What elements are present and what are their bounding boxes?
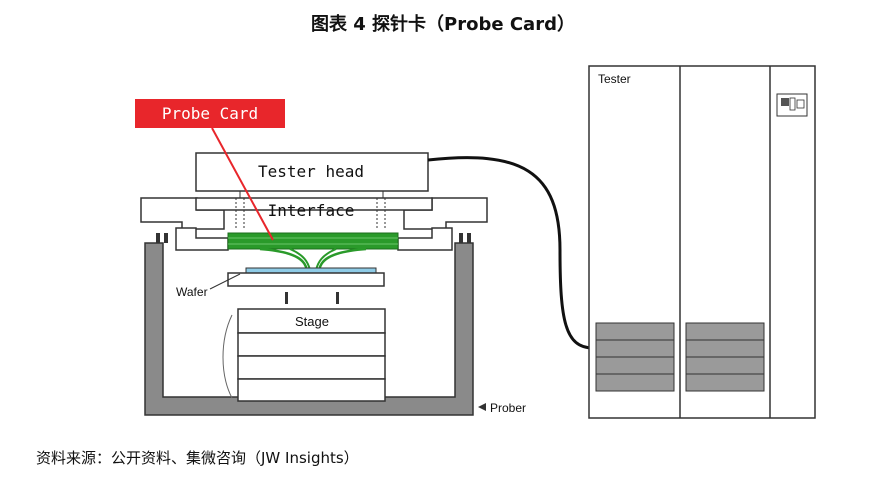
probe-card-pattern	[228, 237, 398, 245]
tester-cable	[427, 156, 594, 350]
tester-control-panel	[776, 93, 808, 117]
wafer-label: Wafer	[176, 285, 208, 299]
tester-head-label: Tester head	[258, 162, 364, 181]
interface-label: Interface	[268, 201, 355, 220]
probe-holder-left	[175, 227, 229, 251]
callout-leader	[211, 127, 274, 241]
stage	[237, 308, 386, 402]
probe-card-callout	[135, 99, 285, 128]
prober-post-right-1	[459, 233, 463, 243]
prober-post-left-1	[156, 233, 160, 243]
stage-bracket	[222, 314, 233, 399]
probe-holder-right	[397, 227, 453, 251]
tester-label: Tester	[598, 72, 631, 86]
figure-title: 图表 4 探针卡（Probe Card）	[311, 14, 575, 35]
probe-needles	[259, 247, 367, 271]
prober-arrow	[478, 403, 486, 411]
wafer-leader	[209, 273, 241, 290]
tester-head	[195, 152, 429, 192]
prober-post-left-2	[164, 233, 168, 243]
stage-label: Stage	[295, 314, 329, 329]
prober-label: Prober	[490, 401, 526, 415]
prober-chassis	[144, 242, 474, 416]
tester-drawers-right	[685, 322, 765, 392]
tester-drawers-left	[595, 322, 675, 392]
probe-card-callout-label: Probe Card	[162, 104, 258, 123]
wafer-chuck	[227, 272, 385, 287]
source-note: 资料来源：公开资料、集微咨询（JW Insights）	[36, 449, 359, 467]
probe-card-board	[227, 232, 399, 250]
prober-post-right-2	[467, 233, 471, 243]
